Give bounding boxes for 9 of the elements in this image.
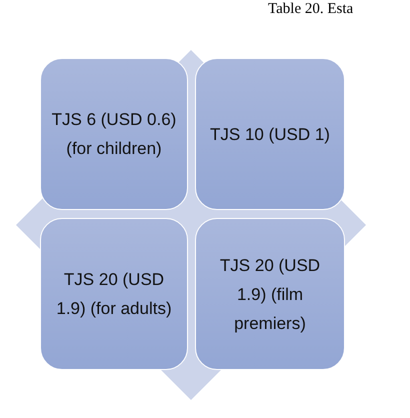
rounded-box xyxy=(40,218,188,370)
rounded-box xyxy=(195,218,345,370)
box-text: TJS 10 (USD 1) xyxy=(209,124,331,146)
box-text: TJS 20 (USD 1.9) (film premiers) xyxy=(218,254,322,334)
rounded-box xyxy=(195,58,345,210)
rounded-box xyxy=(40,58,188,210)
title: Table 20. Esta xyxy=(268,0,354,18)
box-text: TJS 6 (USD 0.6) (for children) xyxy=(50,109,178,160)
box-text: TJS 20 (USD 1.9) (for adults) xyxy=(55,269,173,320)
